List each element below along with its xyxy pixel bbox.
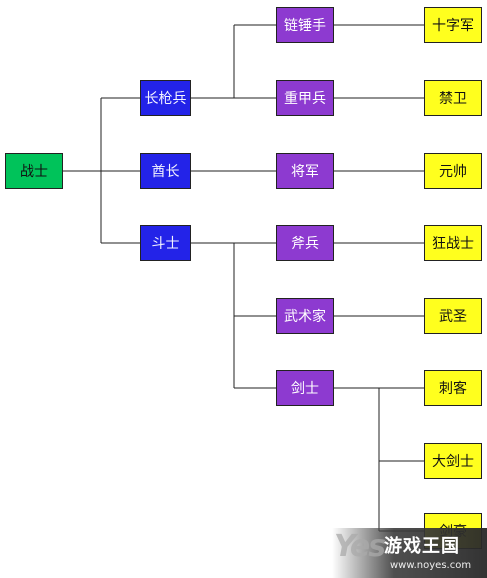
node-royal-guard[interactable]: 禁卫 <box>424 80 482 116</box>
node-martial-artist[interactable]: 武术家 <box>276 298 334 334</box>
node-martial-saint[interactable]: 武圣 <box>424 298 482 334</box>
watermark-logo-icon: Yes <box>334 529 386 564</box>
node-swordsman[interactable]: 剑士 <box>276 370 334 406</box>
node-heavy-armor[interactable]: 重甲兵 <box>276 80 334 116</box>
site-watermark: Yes 游戏王国 www.noyes.com <box>332 528 487 578</box>
node-crusader[interactable]: 十字军 <box>424 7 482 43</box>
node-fighter[interactable]: 斗士 <box>140 225 191 261</box>
watermark-url: www.noyes.com <box>390 560 472 571</box>
node-root-warrior[interactable]: 战士 <box>5 153 63 189</box>
node-general[interactable]: 将军 <box>276 153 334 189</box>
node-flail-wielder[interactable]: 链锤手 <box>276 7 334 43</box>
node-marshal[interactable]: 元帅 <box>424 153 482 189</box>
watermark-title: 游戏王国 <box>384 536 460 557</box>
node-axeman[interactable]: 斧兵 <box>276 225 334 261</box>
node-chieftain[interactable]: 酋长 <box>140 153 191 189</box>
node-great-swordsman[interactable]: 大剑士 <box>424 443 482 479</box>
node-spearman[interactable]: 长枪兵 <box>140 80 191 116</box>
node-berserker[interactable]: 狂战士 <box>424 225 482 261</box>
node-assassin[interactable]: 刺客 <box>424 370 482 406</box>
